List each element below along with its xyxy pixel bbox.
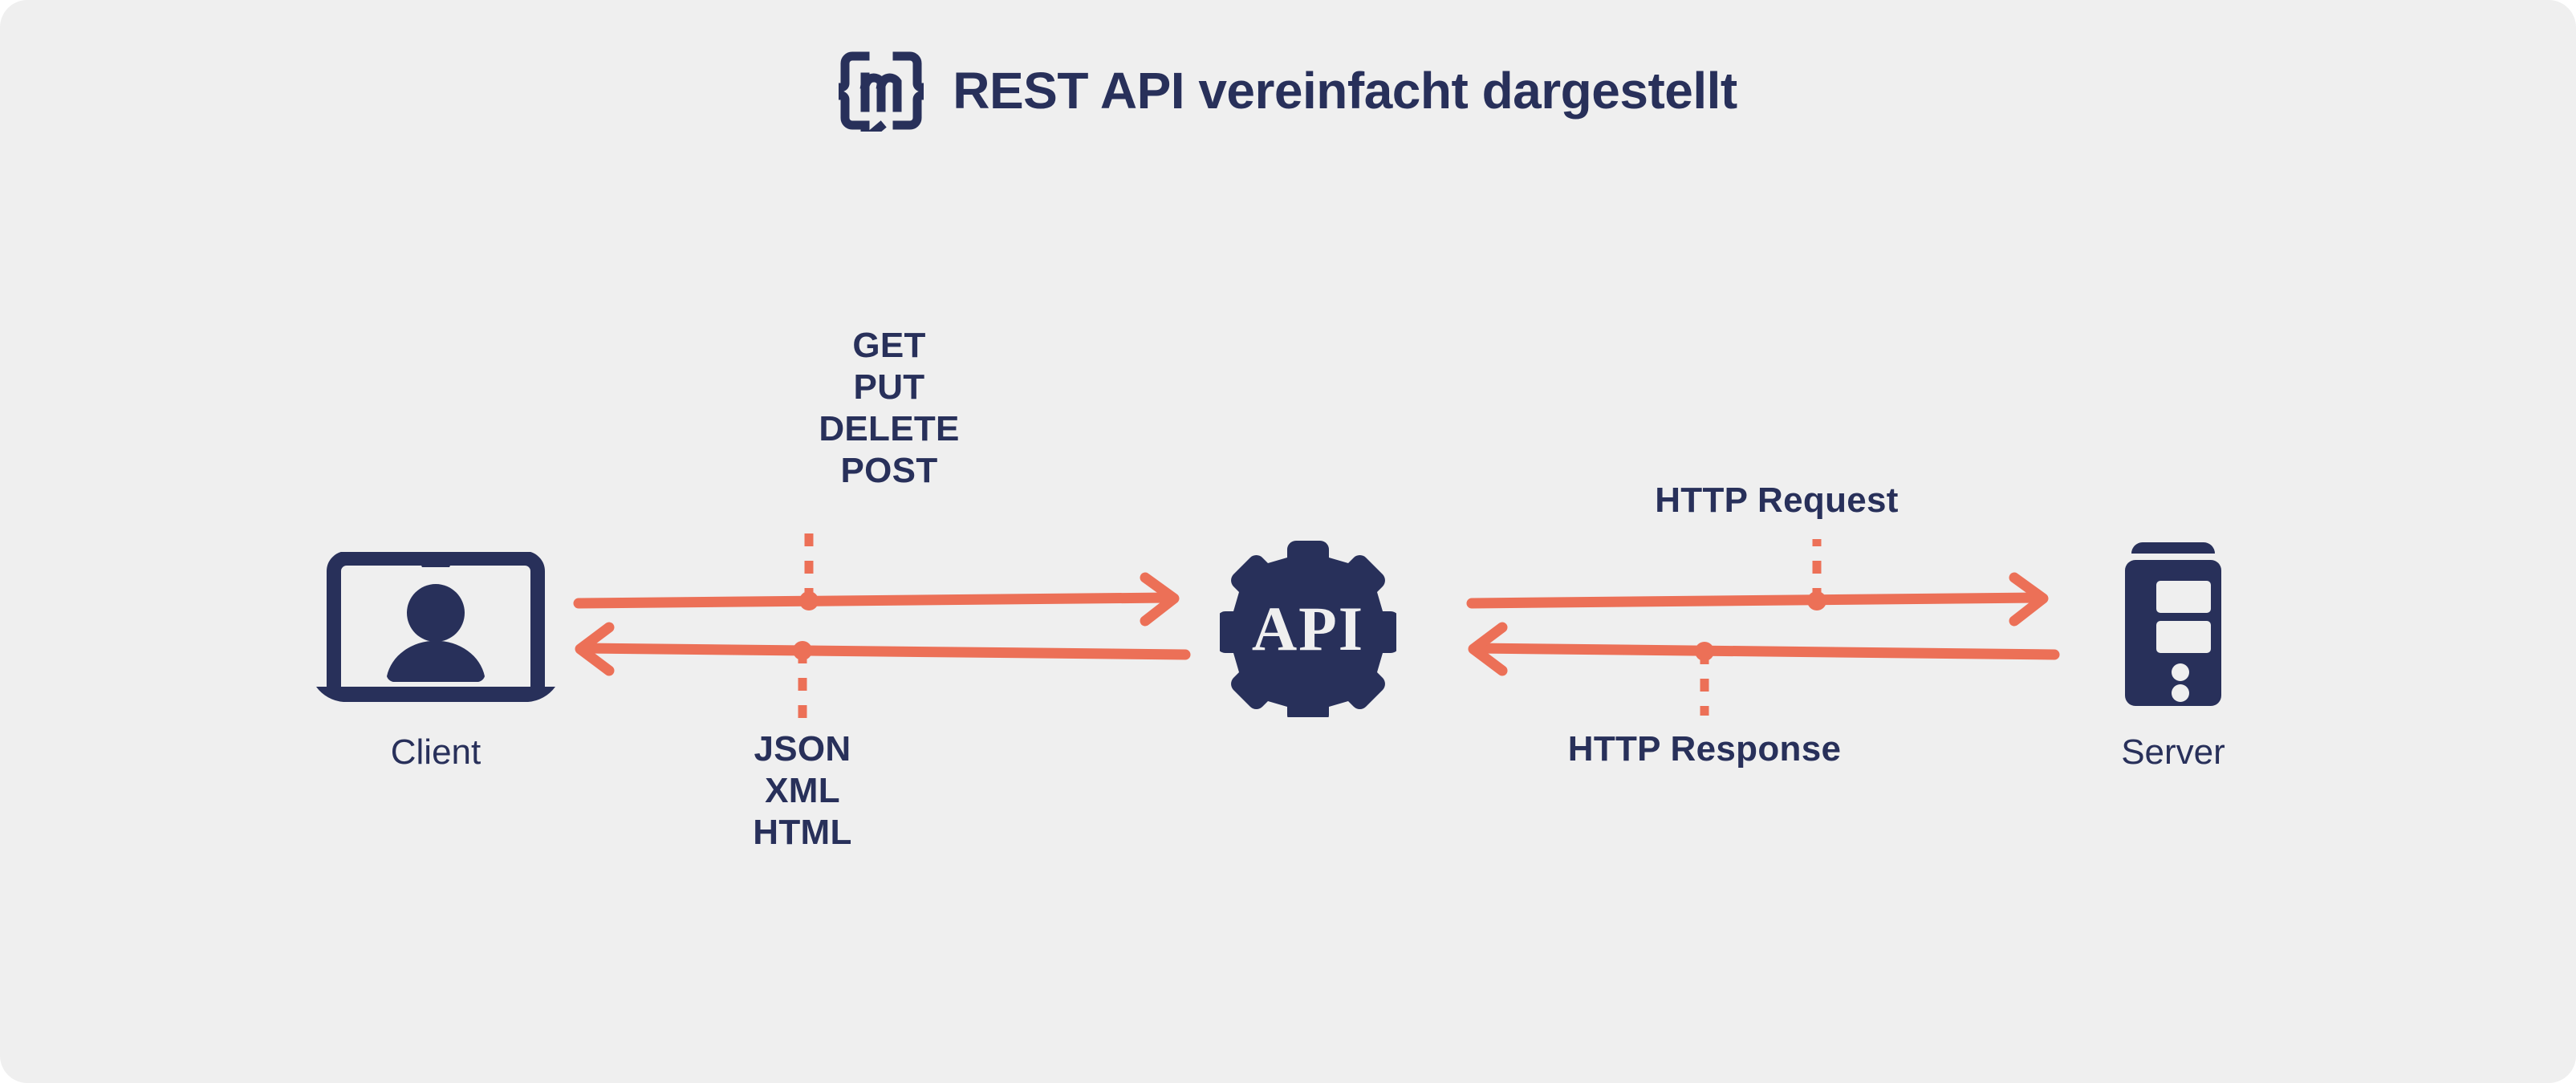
gear-api-icon: API [1220,541,1396,717]
laptop-user-icon [316,552,555,702]
annotation-http-request: HTTP Request [1655,481,1899,520]
leader-line-formats [793,641,812,728]
leader-line-methods [799,523,819,610]
flow-arrows-client-api [573,523,1191,728]
annotation-response-formats: JSON XML HTML [753,729,852,852]
leader-line-http-request [1807,539,1826,610]
arrow-server-to-api [1468,622,2060,676]
server-tower-icon [2125,542,2221,706]
annotation-http-response: HTTP Response [1567,729,1842,769]
api-gear-label: API [1252,594,1364,663]
arrow-api-to-client [575,622,1191,676]
node-label-client: Client [390,732,481,772]
title-row: REST API vereinfacht dargestellt [0,47,2576,135]
flow-arrows-api-server [1466,539,2060,716]
curly-brace-m-logo-icon [839,51,924,132]
arrow-api-to-server [1466,572,2049,627]
arrow-client-to-api [573,572,1180,627]
node-label-server: Server [2121,732,2225,772]
page-title: REST API vereinfacht dargestellt [953,62,1737,120]
leader-line-http-response [1695,642,1714,716]
annotation-http-methods: GET PUT DELETE POST [819,326,960,490]
